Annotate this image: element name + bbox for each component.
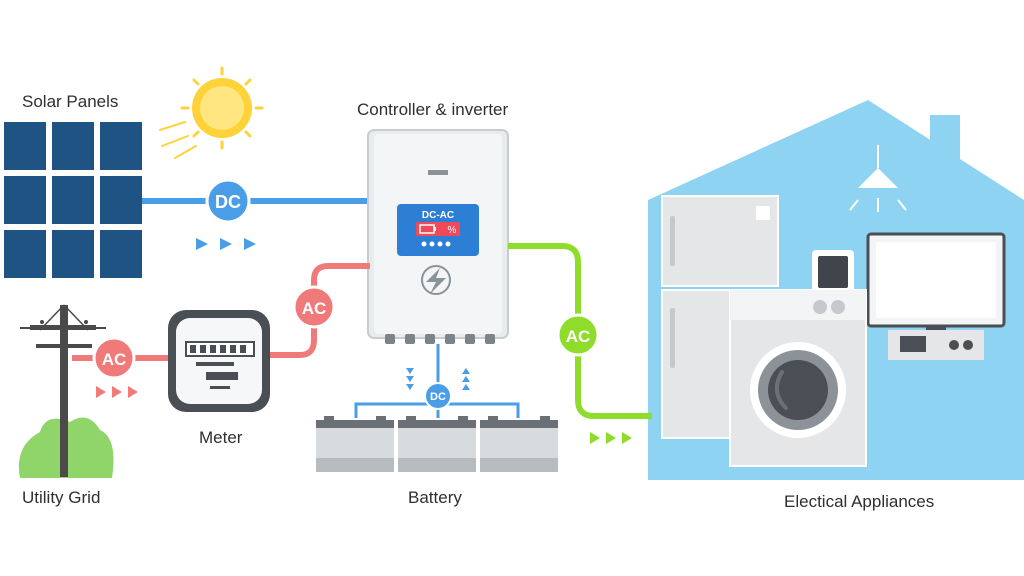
sun-icon [159, 66, 264, 159]
dc-battery-arrows [406, 368, 470, 390]
ac-badge-appliances-text: AC [566, 327, 591, 346]
inverter-percent-label: % [448, 225, 457, 236]
controller-label: Controller & inverter [357, 100, 509, 119]
meter-label: Meter [199, 428, 243, 447]
dc-badge-battery-text: DC [430, 391, 446, 403]
tv-icon [866, 232, 1006, 330]
inverter-display: DC-AC % [416, 210, 460, 247]
ac-badge-meter-text: AC [302, 299, 327, 318]
lamp-icon [849, 145, 907, 212]
ac-arrows [96, 386, 138, 398]
appliances-label: Electical Appliances [784, 492, 935, 511]
phone-icon [812, 250, 854, 294]
ac-badge-meter: AC [292, 285, 336, 329]
dc-badge-solar: DC [205, 178, 251, 224]
utility-grid-label: Utility Grid [22, 488, 101, 507]
charger-plug-icon [421, 265, 451, 295]
ac-badge-grid-text: AC [102, 350, 127, 369]
battery-label: Battery [408, 488, 462, 507]
inverter-unit [367, 129, 509, 344]
audio-player-icon [888, 330, 984, 360]
refrigerator-icon [661, 195, 779, 439]
inverter-mode-label: DC-AC [422, 210, 454, 221]
solar-panels-label: Solar Panels [22, 92, 119, 111]
solar-panel-icon [4, 122, 142, 278]
utility-pole-icon [18, 304, 114, 478]
battery-icon [316, 416, 558, 472]
dc-badge-battery: DC [424, 382, 452, 410]
ac-output-arrows [590, 432, 632, 444]
dc-badge-solar-text: DC [215, 192, 241, 212]
meter-icon [168, 310, 270, 412]
dc-arrows [196, 238, 256, 250]
ac-badge-appliances: AC [556, 313, 600, 357]
ac-badge-grid: AC [92, 336, 136, 380]
washing-machine-icon [729, 289, 867, 467]
